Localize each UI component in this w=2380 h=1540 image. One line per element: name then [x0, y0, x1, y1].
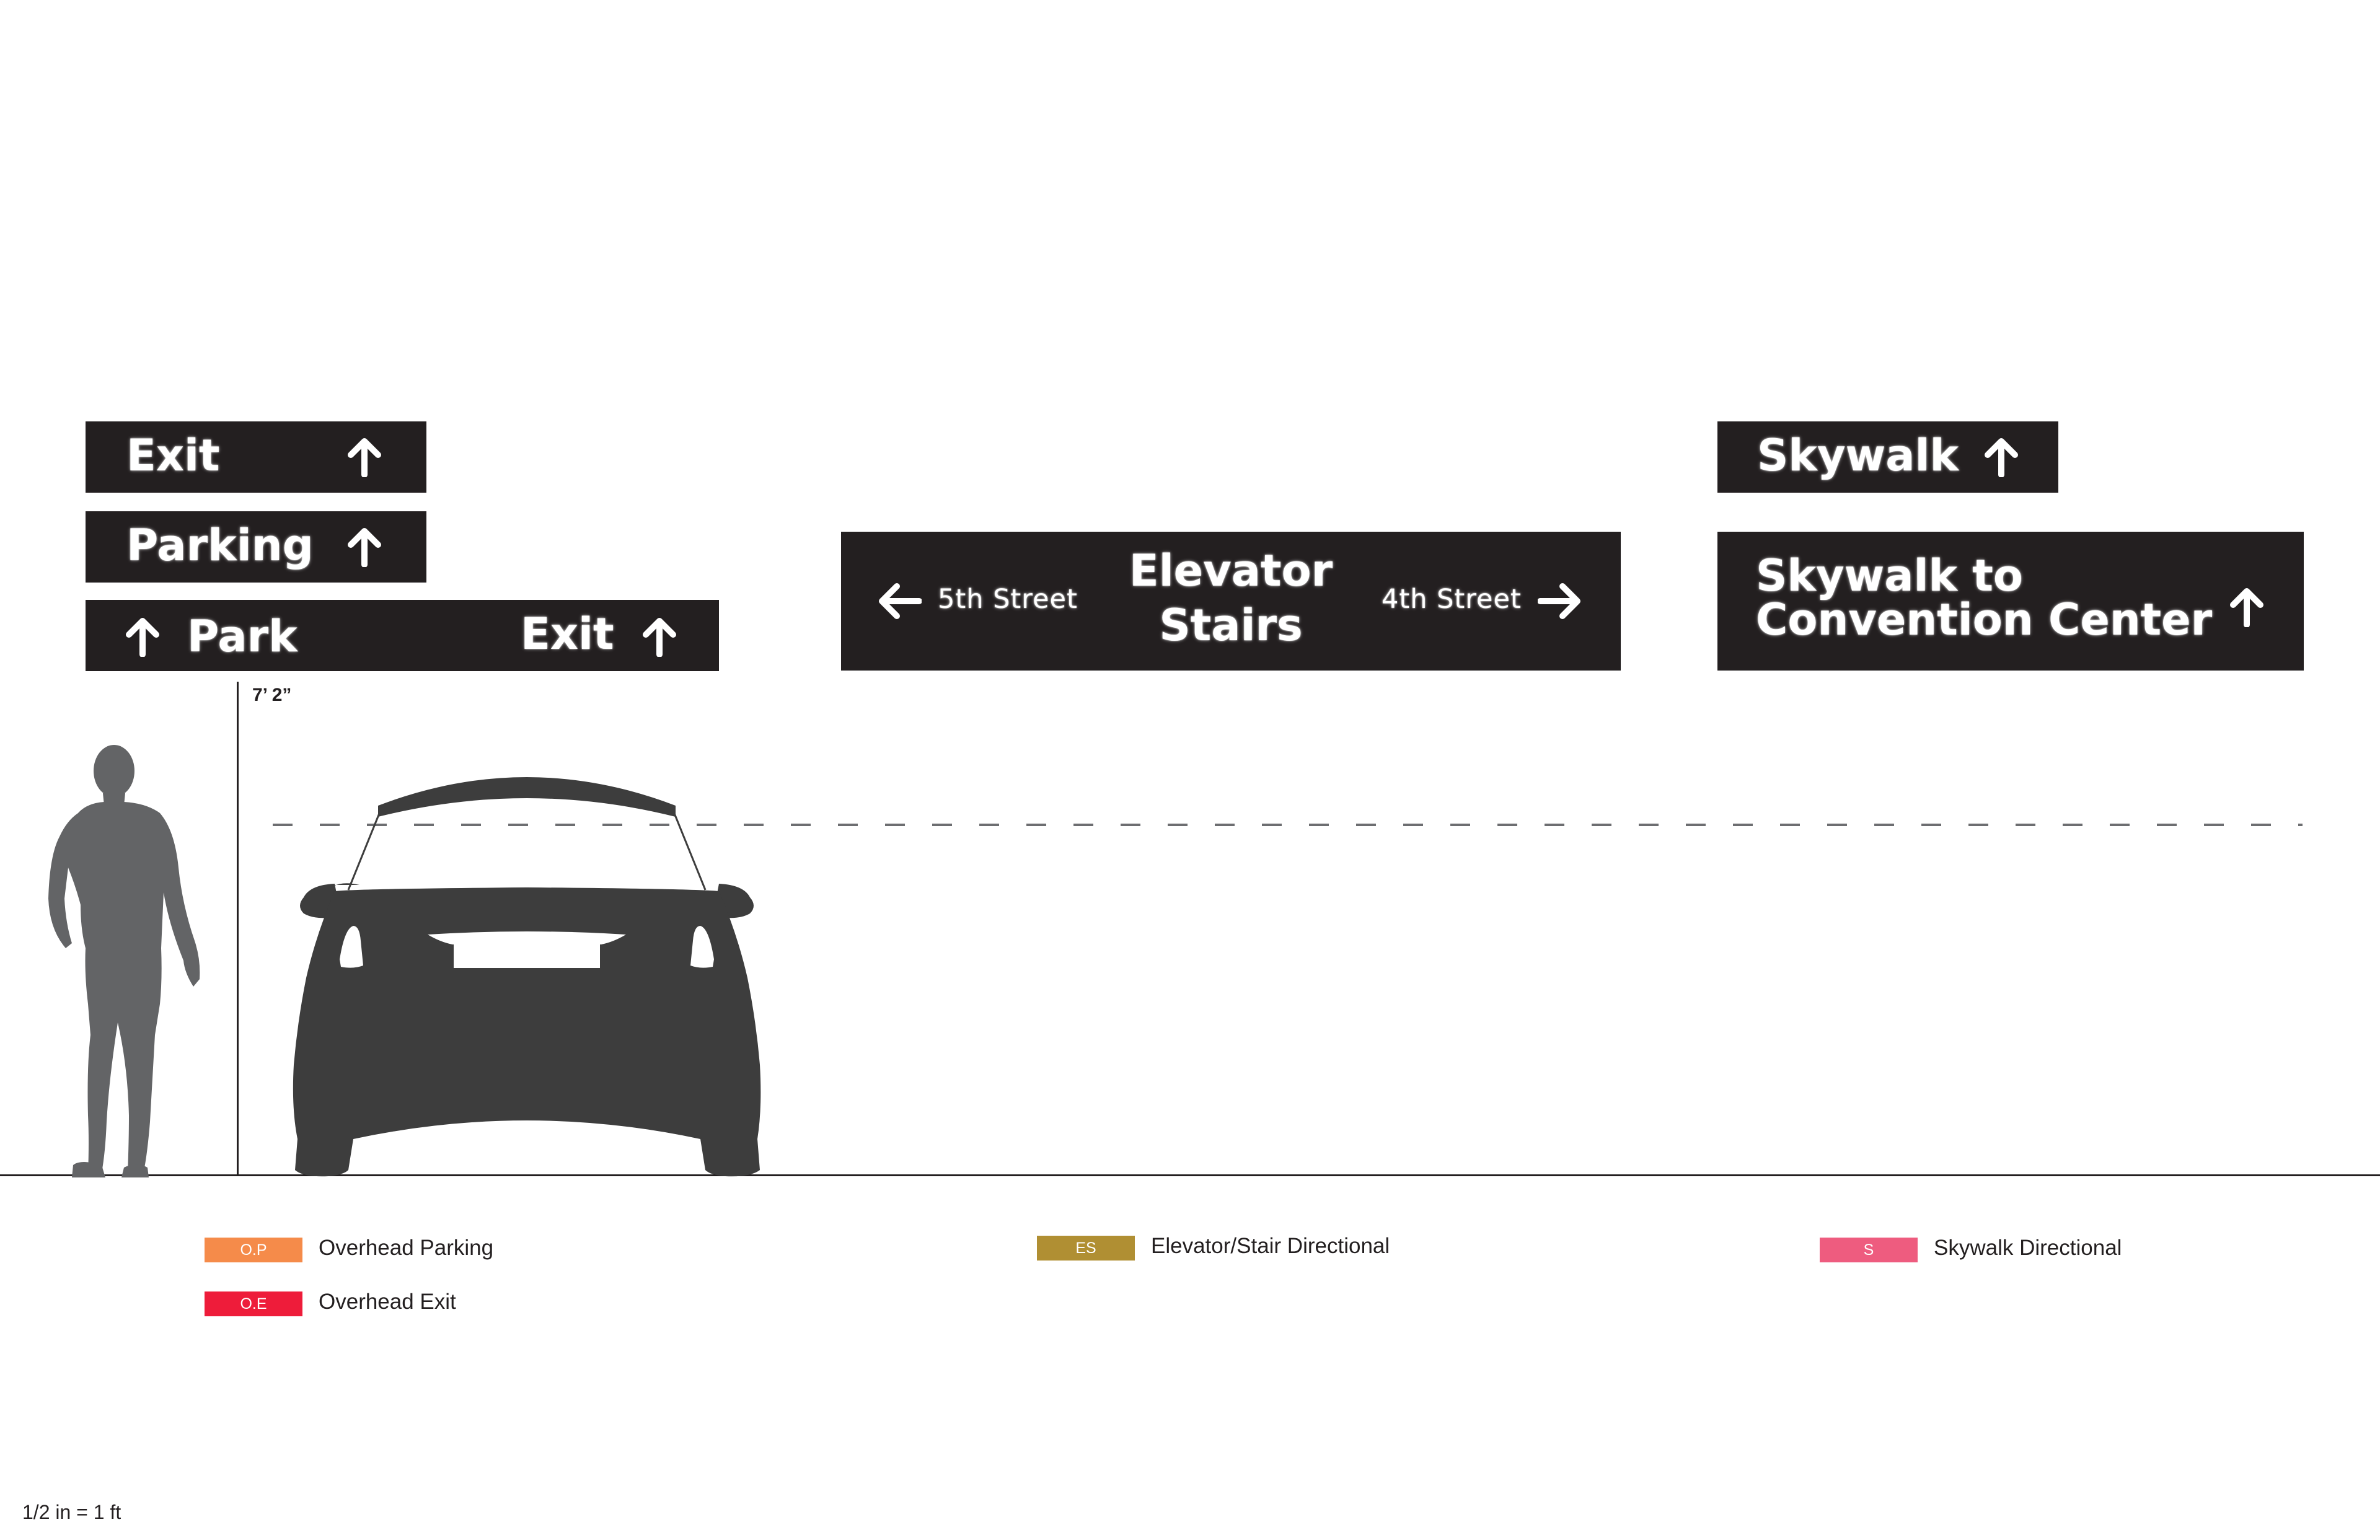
- skywalk-sign-label: Skywalk: [1757, 430, 1959, 481]
- fourth-street-label: 4th Street: [1382, 584, 1522, 615]
- legend-label-overhead-parking: Overhead Parking: [319, 1236, 494, 1260]
- arrow-up-icon: [2230, 588, 2263, 627]
- exit-sign-label: Exit: [521, 609, 614, 659]
- clearance-label: 7’ 2”: [252, 685, 292, 705]
- skywalk-to-label: Skywalk to: [1756, 550, 2023, 601]
- legend-label-overhead-exit: Overhead Exit: [319, 1290, 456, 1314]
- elevator-stairs-sign: 5th Street Elevator Stairs 4th Street: [841, 532, 1621, 671]
- park-exit-sign: Park Exit: [86, 600, 719, 671]
- legend-code: ES: [1075, 1239, 1096, 1257]
- arrow-up-icon: [643, 618, 676, 657]
- elevator-label: Elevator: [1129, 545, 1333, 596]
- ground-line: [0, 1174, 2380, 1176]
- legend-swatch-elevator-stair: ES: [1037, 1236, 1135, 1261]
- skywalk-sign: Skywalk: [1717, 421, 2058, 493]
- parking-sign: Parking: [86, 511, 426, 583]
- fifth-street-label: 5th Street: [938, 584, 1078, 615]
- arrow-left-icon: [879, 583, 922, 619]
- stairs-label: Stairs: [1159, 600, 1303, 651]
- park-sign-label: Park: [187, 611, 298, 662]
- clearance-line: [237, 682, 239, 1176]
- arrow-up-icon: [1985, 438, 2018, 477]
- legend-swatch-overhead-exit: O.E: [205, 1291, 302, 1316]
- skywalk-convention-center-sign: Skywalk to Convention Center: [1717, 532, 2304, 671]
- legend-label-elevator-stair: Elevator/Stair Directional: [1151, 1234, 1390, 1258]
- scale-label: 1/2 in = 1 ft: [22, 1501, 121, 1523]
- legend-code: O.P: [240, 1241, 267, 1259]
- arrow-up-icon: [126, 618, 159, 657]
- arrow-up-icon: [348, 528, 381, 567]
- legend-code: O.E: [240, 1295, 267, 1313]
- arrow-right-icon: [1538, 583, 1580, 619]
- legend-swatch-overhead-parking: O.P: [205, 1238, 302, 1262]
- exit-sign: Exit: [86, 421, 426, 493]
- legend-swatch-skywalk: S: [1820, 1238, 1918, 1262]
- parking-sign-label: Parking: [126, 520, 314, 571]
- car-rear-silhouette-icon: [293, 777, 761, 1177]
- convention-center-label: Convention Center: [1756, 594, 2213, 645]
- legend-code: S: [1863, 1241, 1874, 1259]
- arrow-up-icon: [348, 438, 381, 477]
- exit-sign-label: Exit: [126, 430, 220, 481]
- legend-label-skywalk: Skywalk Directional: [1934, 1236, 2122, 1260]
- person-silhouette-icon: [48, 745, 200, 1177]
